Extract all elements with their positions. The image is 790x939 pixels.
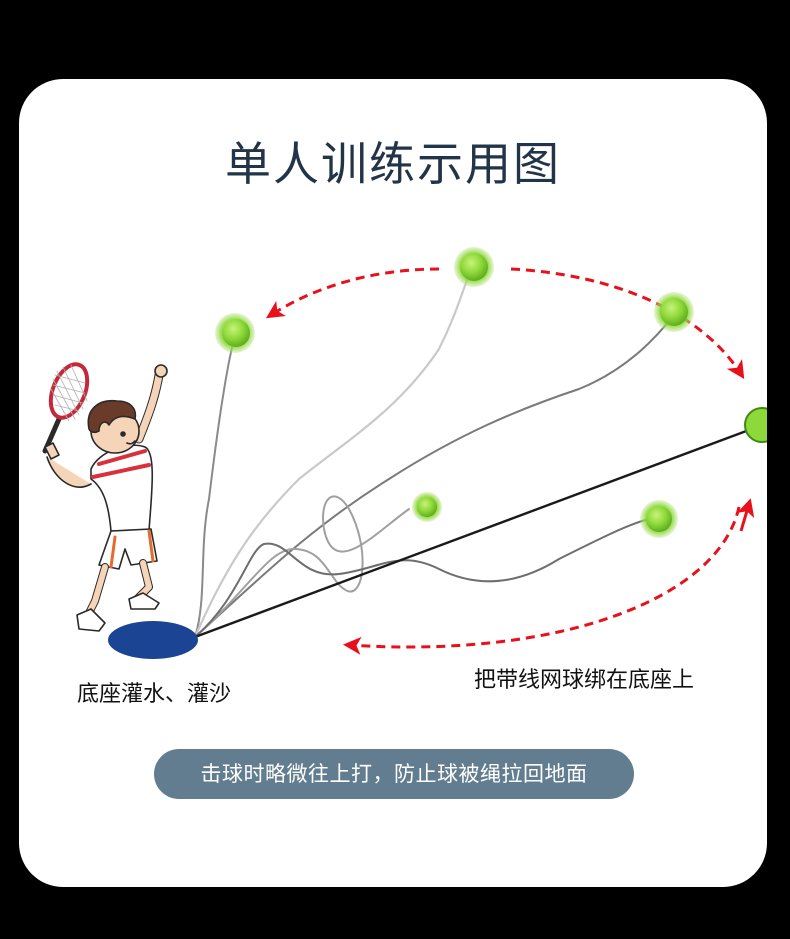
arrow-top-right <box>511 269 741 374</box>
tennis-ball-icon <box>660 298 688 326</box>
string-3 <box>195 315 674 637</box>
trainer-base-icon <box>108 621 198 659</box>
tennis-ball-icon <box>745 408 767 442</box>
tie-label: 把带线网球绑在底座上 <box>474 670 694 692</box>
tennis-racket-icon <box>44 359 95 451</box>
tennis-ball-icon <box>460 253 488 281</box>
tennis-balls <box>215 247 767 538</box>
card: 单人训练示用图 <box>19 79 767 887</box>
tennis-ball-icon <box>417 497 437 517</box>
tennis-ball-icon <box>222 319 250 347</box>
arrow-top-left <box>271 269 439 315</box>
arrow-bottom <box>349 507 739 647</box>
string-5 <box>195 519 649 637</box>
string-1 <box>195 339 234 637</box>
tennis-player-icon <box>44 359 167 631</box>
hint-banner: 击球时略微往上打，防止球被绳拉回地面 <box>154 749 634 799</box>
string-4 <box>195 496 409 637</box>
arrow-bottom-start <box>741 504 749 531</box>
tennis-ball-icon <box>646 506 672 532</box>
base-label: 底座灌水、灌沙 <box>77 684 231 706</box>
